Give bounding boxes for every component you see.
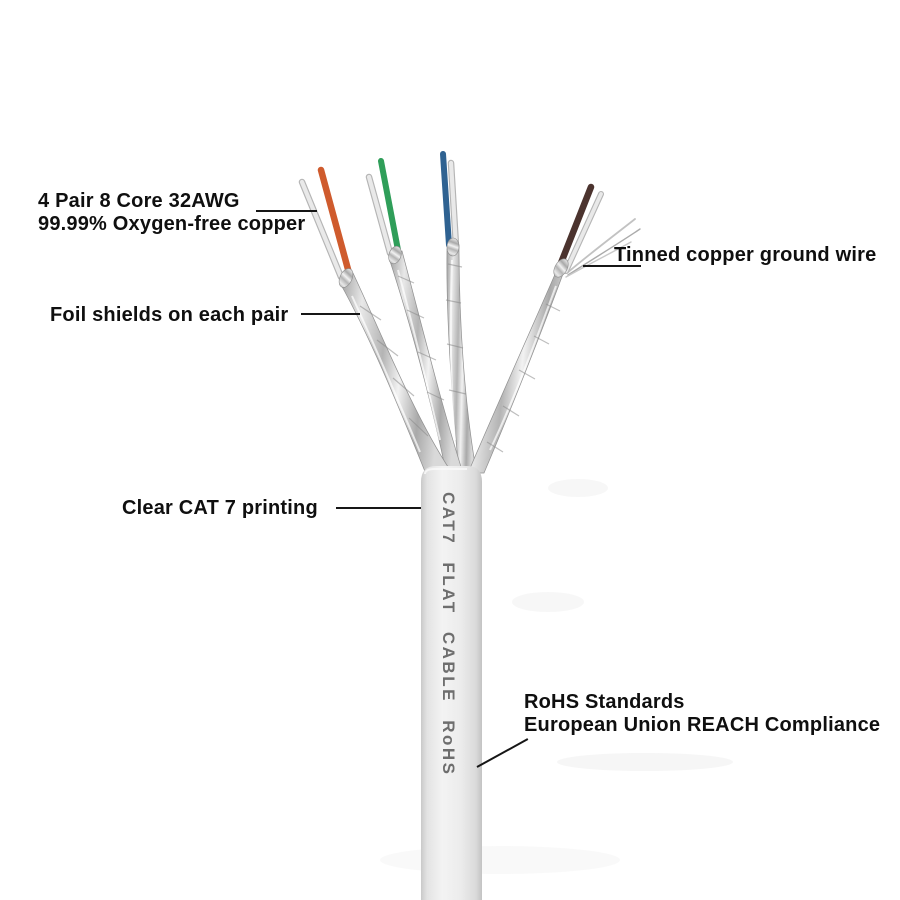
wire-blue (440, 151, 452, 248)
twisted-pair-green (365, 158, 463, 473)
cable-print: CAT7 FLAT CABLE RoHS (439, 492, 458, 777)
twisted-pair-brown (467, 183, 641, 474)
white-wire-core (448, 160, 459, 249)
foil-knot (338, 268, 354, 288)
wire-orange (317, 166, 353, 277)
white-wire-core (366, 174, 393, 256)
wire-green (378, 158, 401, 253)
foil-creases (445, 263, 467, 395)
annotation-ground-wire: Tinned copper ground wire (614, 244, 877, 266)
foil-creases (359, 305, 429, 437)
annotation-rohs: RoHS Standards European Union REACH Comp… (524, 691, 880, 737)
annotation-pair-core-line2: 99.99% Oxygen-free copper (38, 213, 306, 235)
white-wire-core (564, 192, 603, 273)
foil-knot (388, 245, 402, 265)
ground-wire-strand (566, 218, 636, 274)
foil-creases (397, 275, 445, 401)
cable-jacket-top-highlight (424, 468, 467, 475)
annotation-foil-shields: Foil shields on each pair (50, 304, 289, 326)
leader-line-pair-core (256, 210, 317, 212)
white-wire-core (299, 179, 344, 280)
foil-highlight (449, 259, 456, 441)
leader-line-printing (336, 507, 421, 509)
foil-creases (486, 303, 561, 453)
leader-line-ground-wire (583, 265, 641, 267)
leader-line-foil-shields (301, 313, 360, 315)
wire-brown (555, 183, 595, 272)
annotation-printing: Clear CAT 7 printing (122, 497, 318, 519)
ground-wire-strand (565, 241, 632, 278)
foil-knot (553, 258, 569, 278)
ground-wire-strand (567, 228, 641, 276)
annotation-rohs-line2: European Union REACH Compliance (524, 714, 881, 736)
cable-jacket: CAT7 FLAT CABLE RoHS (421, 466, 482, 900)
twisted-pair-orange (298, 166, 451, 475)
foil-knot (446, 237, 460, 257)
cable-jacket-body (421, 466, 482, 900)
annotation-rohs-line1: RoHS Standards (524, 691, 685, 713)
annotation-pair-core: 4 Pair 8 Core 32AWG 99.99% Oxygen-free c… (38, 190, 305, 236)
ground-wire-strands (565, 218, 641, 278)
foil-highlight (397, 269, 441, 441)
annotation-pair-core-line1: 4 Pair 8 Core 32AWG (38, 190, 240, 212)
twisted-pair-blue (440, 151, 477, 473)
